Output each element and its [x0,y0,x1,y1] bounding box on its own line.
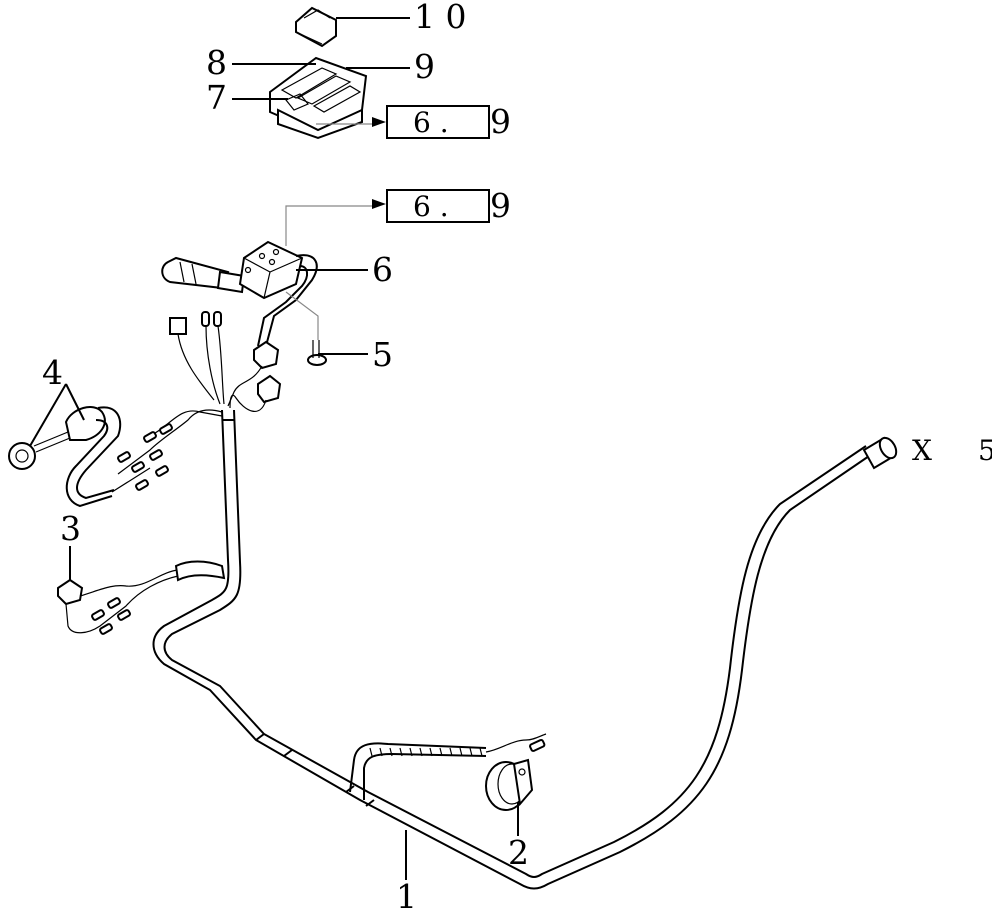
ref-leader-2 [285,205,372,246]
ref-box-1-suffix: 9 [490,102,511,141]
callout-3: 3 [60,509,81,548]
ref-box-1-label: 6 . [413,106,449,139]
part-4-rotary-switch [8,406,106,470]
stalk-connector [253,340,280,370]
part-6-stalk-switch [161,240,304,300]
ref-box-2 [386,189,490,223]
band-1 [255,733,265,741]
callout-7: 7 [206,78,227,117]
sensor-terminal [529,738,546,752]
part-7-8-9-switch-panel [269,56,368,140]
stalk-cable-outer [265,254,318,347]
leader-4b [65,383,85,421]
ref-box-1 [386,105,490,139]
part-10-rocker-switch [295,6,337,48]
x5-end-connector [862,436,898,470]
braid-branch-outer [349,742,487,793]
ref-arrow-2 [372,199,386,209]
loop-terminals [117,423,173,491]
loop-wires [111,409,223,493]
ref-arrow-1 [372,117,386,127]
loop-cable-inner [65,419,113,508]
callout-2: 2 [508,833,529,872]
part-5-screw [307,340,327,366]
callout-10: 1 0 [414,0,466,36]
stalk-cable-inner [257,265,308,347]
callout-1: 1 [396,877,417,911]
callout-4: 4 [42,353,63,392]
band-4 [365,799,375,807]
callout-5: 5 [372,335,393,374]
callout-x-number: 5 [978,434,992,467]
main-harness-inner [163,409,867,878]
sensor-wire [485,733,547,753]
loop-wires-2 [149,410,223,437]
loop-cable-outer [76,406,122,500]
screw-leader-grey [285,291,319,340]
callout-6: 6 [372,250,393,289]
callout-x: X [912,434,932,467]
braid-branch-inner [363,752,487,800]
leader-4a [29,383,67,447]
part-3-connector [57,560,226,635]
band-2 [283,749,293,757]
braid-texture [369,747,483,757]
ref-box-2-label: 6 . [413,190,449,223]
part-2-sensor [485,758,534,811]
main-harness-outer [152,409,873,890]
ref-box-2-suffix: 9 [490,186,511,225]
callout-9: 9 [414,47,435,86]
callout-8: 8 [206,43,227,82]
harness-top-connectors [169,311,282,412]
